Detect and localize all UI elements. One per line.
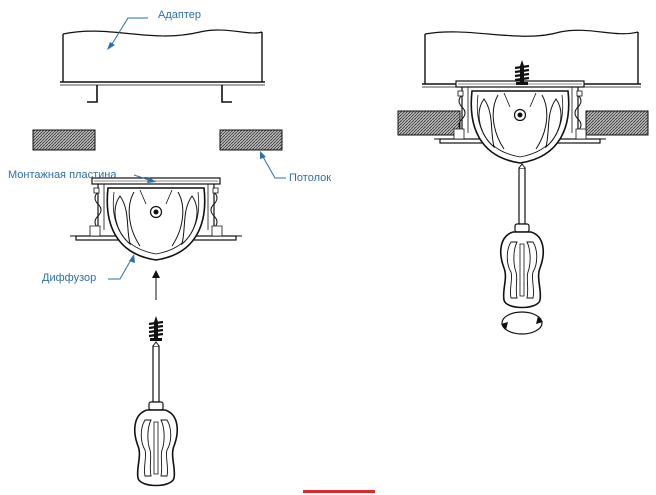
right-scene bbox=[397, 29, 649, 335]
screwdriver-icon bbox=[133, 340, 179, 487]
leader-lines bbox=[107, 17, 286, 280]
ceiling-block-right-scene-left bbox=[397, 110, 461, 136]
insertion-arrow bbox=[152, 270, 160, 300]
rotation-arrow-icon bbox=[501, 311, 543, 335]
diffuser-assembly-right bbox=[433, 80, 607, 164]
diffuser-assembly-left bbox=[69, 177, 243, 261]
ceiling-block-right-scene-right bbox=[585, 110, 649, 136]
accent-bar bbox=[303, 490, 375, 493]
label-mounting-plate: Монтажная пластина bbox=[8, 169, 117, 181]
screw-icon bbox=[147, 314, 165, 343]
ceiling-block-right bbox=[219, 129, 283, 151]
ceiling-block-left bbox=[32, 129, 96, 151]
adapter-box bbox=[60, 29, 265, 103]
adapter-box-right bbox=[422, 29, 641, 88]
screwdriver-right-icon bbox=[499, 162, 545, 309]
label-adapter: Адаптер bbox=[158, 9, 201, 21]
left-scene bbox=[32, 17, 286, 487]
label-ceiling: Потолок bbox=[289, 172, 332, 184]
label-diffuser: Диффузор bbox=[42, 272, 97, 284]
